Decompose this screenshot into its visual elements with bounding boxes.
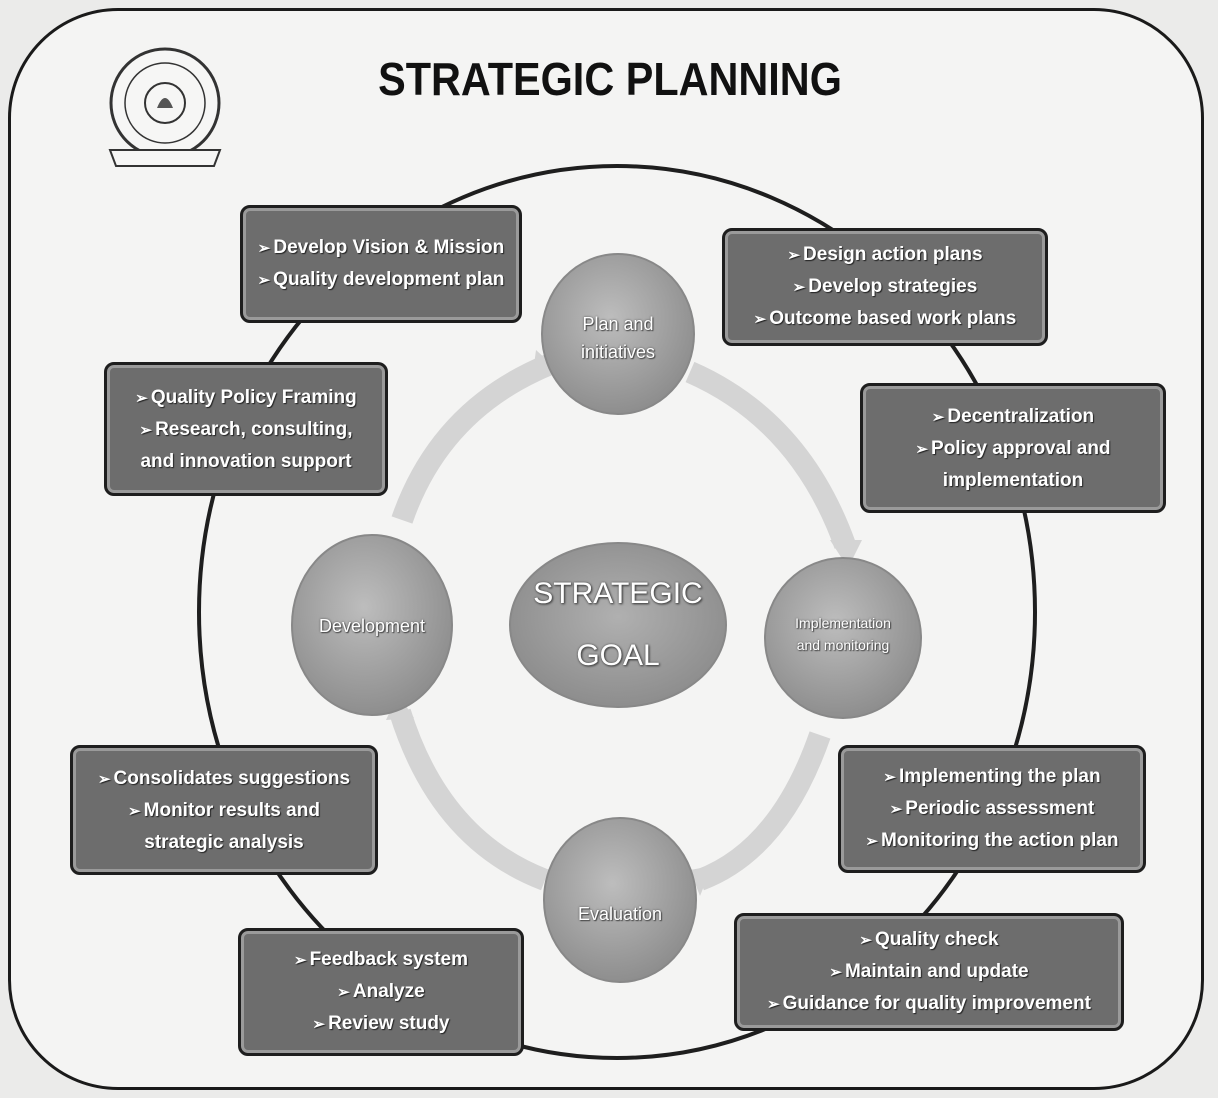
node-development-circle xyxy=(291,534,453,716)
page-title: STRATEGIC PLANNING xyxy=(378,53,842,105)
box-item: ➢Monitoring the action plan xyxy=(865,830,1119,851)
node-plan-line: Plan and xyxy=(582,314,654,334)
box-item: ➢Quality Policy Framing xyxy=(135,386,357,408)
bullet-icon: ➢ xyxy=(931,408,945,426)
bullet-icon: ➢ xyxy=(787,247,801,264)
bullet-icon: ➢ xyxy=(859,932,872,949)
bullet-icon: ➢ xyxy=(753,311,767,328)
box-consolidate: ➢Consolidates suggestions ➢Monitor resul… xyxy=(70,745,378,875)
bullet-icon: ➢ xyxy=(829,964,842,981)
box-quality: ➢Quality check ➢Maintain and update ➢Gui… xyxy=(734,913,1124,1031)
box-item: implementation xyxy=(942,469,1084,491)
node-development-label: Development xyxy=(302,612,442,640)
box-item: ➢Decentralization xyxy=(931,405,1095,427)
box-decentralization: ➢Decentralization ➢Policy approval and i… xyxy=(860,383,1166,513)
box-item: ➢Policy approval and xyxy=(915,437,1111,459)
node-implementation-line: Implementation xyxy=(795,615,891,631)
node-implementation-circle xyxy=(764,557,922,719)
bullet-icon: ➢ xyxy=(792,279,806,296)
box-item: ➢Develop strategies xyxy=(792,276,978,297)
bullet-icon: ➢ xyxy=(294,952,307,969)
box-policy: ➢Quality Policy Framing ➢Research, consu… xyxy=(104,362,388,496)
bullet-icon: ➢ xyxy=(139,421,153,439)
bullet-icon: ➢ xyxy=(889,801,903,818)
node-plan-label: Plan and initiatives xyxy=(553,310,683,366)
node-evaluation-circle xyxy=(543,817,697,983)
box-item: ➢Review study xyxy=(312,1013,450,1034)
box-item: ➢Quality check xyxy=(859,929,999,950)
box-item: ➢Monitor results and xyxy=(128,799,320,821)
bullet-icon: ➢ xyxy=(915,440,929,458)
bullet-icon: ➢ xyxy=(865,833,879,850)
node-development-line: Development xyxy=(318,616,426,636)
box-item: ➢Outcome based work plans xyxy=(753,308,1017,329)
strategic-goal-line1: STRATEGIC xyxy=(533,577,703,610)
box-item: ➢Implementing the plan xyxy=(883,766,1101,787)
strategic-goal-ellipse xyxy=(509,542,727,708)
box-vision: ➢Develop Vision & Mission ➢Quality devel… xyxy=(240,205,522,323)
box-item: ➢Feedback system xyxy=(294,949,468,970)
bullet-icon: ➢ xyxy=(767,996,780,1013)
bullet-icon: ➢ xyxy=(135,389,148,407)
node-evaluation-label: Evaluation xyxy=(555,900,685,928)
bullet-icon: ➢ xyxy=(883,769,896,786)
box-item: and innovation support xyxy=(140,450,352,472)
strategic-goal-line2: GOAL xyxy=(576,639,660,672)
box-item: ➢Maintain and update xyxy=(829,961,1029,982)
bullet-icon: ➢ xyxy=(312,1016,326,1033)
box-item: ➢Analyze xyxy=(337,981,425,1002)
node-plan-line: initiatives xyxy=(580,342,656,362)
box-item: strategic analysis xyxy=(144,831,304,853)
node-evaluation-line: Evaluation xyxy=(577,904,663,924)
box-item: ➢Develop Vision & Mission xyxy=(257,237,505,258)
box-item: ➢Guidance for quality improvement xyxy=(767,993,1091,1014)
strategic-goal-label: STRATEGIC GOAL xyxy=(518,563,718,687)
bullet-icon: ➢ xyxy=(257,272,271,289)
box-item: ➢Consolidates suggestions xyxy=(97,767,351,789)
box-item: ➢Research, consulting, xyxy=(139,418,353,440)
box-item: ➢Quality development plan xyxy=(257,269,505,290)
box-design: ➢Design action plans ➢Develop strategies… xyxy=(722,228,1048,346)
box-item: ➢Periodic assessment xyxy=(889,798,1095,819)
cycle-arrows xyxy=(389,354,856,891)
outer-ellipse xyxy=(197,164,1037,1060)
node-plan-circle xyxy=(541,253,695,415)
node-implementation-label: Implementation and monitoring xyxy=(770,612,916,656)
bullet-icon: ➢ xyxy=(257,240,271,257)
box-feedback: ➢Feedback system ➢Analyze ➢Review study xyxy=(238,928,524,1056)
box-implementing: ➢Implementing the plan ➢Periodic assessm… xyxy=(838,745,1146,873)
bullet-icon: ➢ xyxy=(337,984,350,1001)
box-item: ➢Design action plans xyxy=(787,244,983,265)
node-implementation-line: and monitoring xyxy=(796,637,890,653)
bullet-icon: ➢ xyxy=(97,770,111,788)
university-seal-icon xyxy=(108,47,222,167)
bullet-icon: ➢ xyxy=(128,802,141,820)
